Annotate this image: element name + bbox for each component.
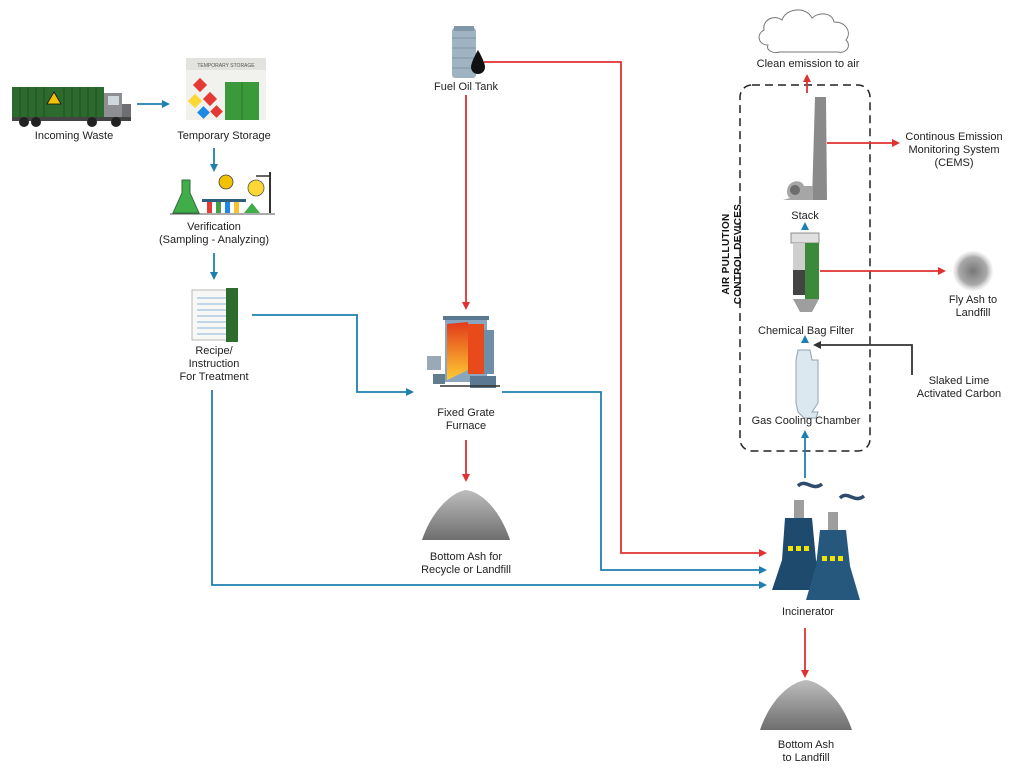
waste-flow-lines [137, 100, 809, 589]
fuel-oil-tank-label: Fuel Oil Tank [434, 81, 498, 93]
temporary-storage-label: Temporary Storage [177, 130, 271, 142]
storage-building-icon: TEMPORARY STORAGE [186, 58, 266, 120]
ash-pile-icon [760, 680, 852, 730]
clean-emission-label: Clean emission to air [756, 58, 860, 70]
bag-filter-label: Chemical Bag Filter [758, 325, 854, 337]
fuel-tank-icon [452, 26, 485, 78]
bag-filter-icon [790, 232, 820, 312]
cooling-chamber-icon [795, 349, 819, 419]
additive-line [813, 341, 913, 375]
incoming-waste-label: Incoming Waste [34, 130, 114, 142]
lab-equipment-icon [170, 172, 275, 215]
storage-sign-text: TEMPORARY STORAGE [197, 63, 255, 69]
verification-label: Verification(Sampling - Analyzing) [158, 221, 270, 246]
incinerator-label: Incinerator [782, 606, 834, 618]
incinerator-icon [772, 481, 866, 600]
recipe-book-icon [191, 288, 238, 342]
ash-pile-icon [422, 490, 510, 540]
cloud-icon [758, 9, 849, 53]
truck-icon [12, 87, 131, 127]
stack-label: Stack [791, 210, 819, 222]
furnace-icon [427, 316, 500, 388]
dust-cloud-icon [953, 251, 993, 291]
stack-icon [783, 97, 827, 200]
fuel-and-residue-lines [462, 61, 946, 678]
gas-cooling-chamber-label: Gas Cooling Chamber [751, 415, 861, 427]
